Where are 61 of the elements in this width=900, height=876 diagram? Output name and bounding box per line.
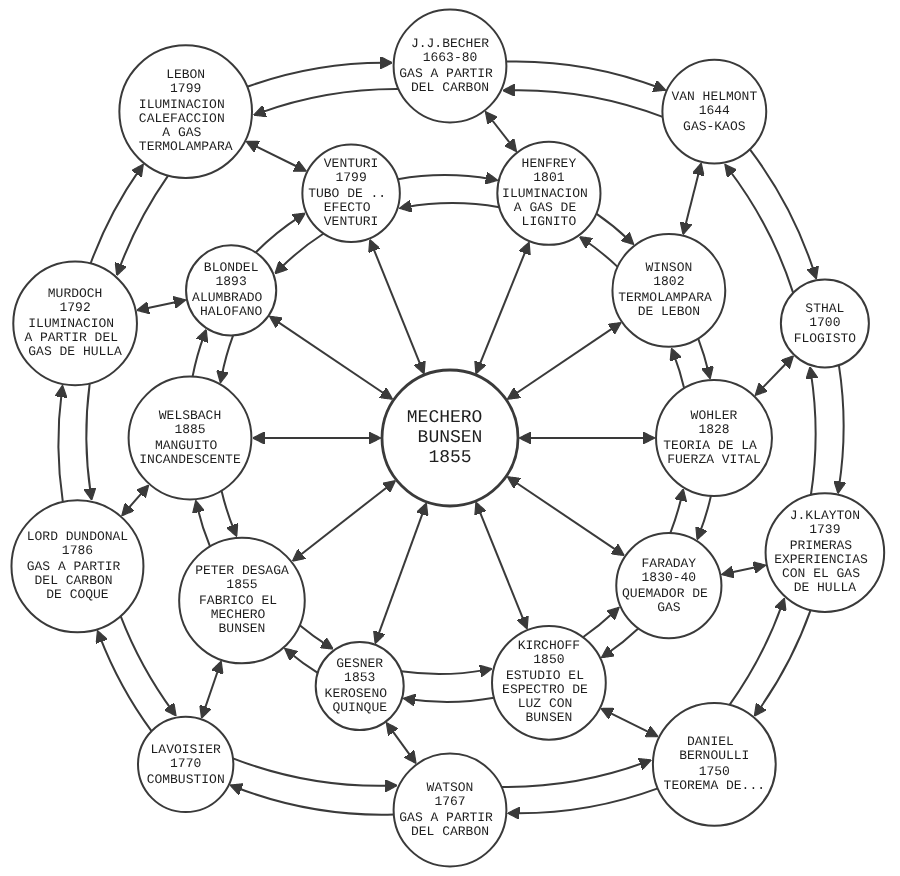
arrow bbox=[484, 110, 518, 153]
arrow bbox=[396, 171, 499, 185]
arrow bbox=[83, 382, 97, 501]
arrow bbox=[95, 629, 153, 733]
arrow bbox=[291, 480, 397, 562]
arrow bbox=[54, 384, 68, 503]
arrow bbox=[268, 315, 394, 400]
arrow bbox=[245, 140, 307, 172]
arrow bbox=[398, 199, 501, 213]
arrow bbox=[385, 722, 417, 765]
arrow bbox=[254, 212, 306, 254]
arrow bbox=[252, 88, 400, 118]
arrow bbox=[600, 627, 640, 659]
arrow bbox=[246, 56, 394, 88]
arrow bbox=[506, 476, 625, 557]
arrow bbox=[474, 501, 529, 630]
arrow bbox=[753, 609, 812, 717]
arrow bbox=[500, 757, 652, 788]
arrow bbox=[506, 322, 622, 400]
arrow bbox=[298, 624, 334, 650]
arrow bbox=[595, 212, 635, 246]
arrow bbox=[728, 597, 787, 706]
arrow bbox=[402, 693, 495, 707]
arrow bbox=[581, 606, 620, 639]
arrow bbox=[89, 163, 144, 265]
arrow bbox=[199, 660, 224, 719]
arrow bbox=[274, 232, 325, 275]
arrow bbox=[748, 148, 819, 280]
arrow bbox=[754, 355, 795, 397]
arrow bbox=[368, 238, 426, 375]
arrow bbox=[136, 295, 187, 315]
arrow bbox=[502, 83, 664, 118]
arrow bbox=[373, 502, 429, 645]
arrow bbox=[669, 488, 688, 535]
arrow bbox=[695, 494, 712, 541]
arrow bbox=[679, 162, 705, 236]
arrow bbox=[192, 499, 211, 548]
arrow bbox=[578, 236, 619, 268]
arrow bbox=[669, 347, 686, 390]
arrow bbox=[724, 163, 795, 294]
arrow bbox=[518, 431, 656, 445]
arrow bbox=[284, 647, 319, 674]
arrow bbox=[505, 60, 667, 93]
arrow bbox=[697, 337, 714, 380]
arrow bbox=[191, 328, 209, 378]
arrow bbox=[229, 783, 395, 816]
arrow bbox=[220, 489, 239, 538]
arrow bbox=[252, 431, 382, 445]
arrow bbox=[474, 241, 531, 375]
arrow bbox=[506, 787, 659, 820]
arrow bbox=[232, 757, 398, 793]
arrow bbox=[805, 366, 819, 496]
arrow bbox=[114, 174, 170, 277]
arrow bbox=[121, 484, 150, 517]
arrow bbox=[216, 334, 235, 384]
arrow bbox=[833, 364, 847, 495]
arrow bbox=[600, 707, 659, 738]
arrow bbox=[400, 664, 493, 678]
node-circle: MECHERO BUNSEN 1855 bbox=[380, 368, 520, 508]
arrow bbox=[720, 561, 767, 579]
arrow bbox=[119, 615, 177, 717]
